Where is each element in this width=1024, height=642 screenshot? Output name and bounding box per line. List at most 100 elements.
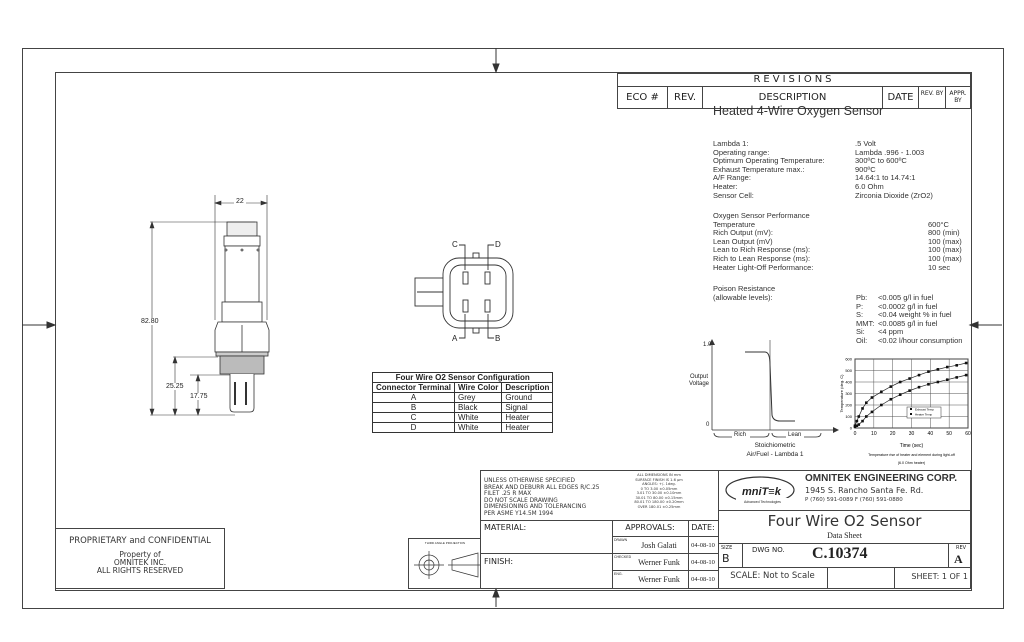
size-label: SIZE bbox=[721, 545, 733, 551]
poison-element: S: bbox=[856, 310, 864, 320]
poison-limit: <4 ppm bbox=[878, 327, 904, 337]
approval-date: 04-08-10 bbox=[691, 542, 715, 549]
data-point bbox=[955, 364, 958, 367]
poison-row: Pb:<0.005 g/l in fuel bbox=[856, 293, 976, 303]
proprietary-line3: OMNITEK INC. bbox=[113, 558, 167, 567]
poison-element: Si: bbox=[856, 327, 865, 337]
data-point bbox=[964, 361, 968, 365]
sheet: SHEET: 1 OF 1 bbox=[911, 572, 968, 581]
y-tick-label: 200 bbox=[845, 403, 852, 408]
proprietary-line1: PROPRIETARY and CONFIDENTIAL bbox=[69, 536, 211, 546]
description-cell: Signal bbox=[501, 402, 554, 413]
spec-label: Optimum Operating Temperature: bbox=[713, 156, 825, 166]
spec-row: A/F Range:14.64:1 to 14.74:1 bbox=[713, 174, 973, 183]
performance-value: 100 (max) bbox=[928, 236, 962, 246]
spec-label: Sensor Cell: bbox=[713, 190, 754, 200]
voltage-y-bottom: 0 bbox=[706, 422, 710, 428]
y-tick-label: 100 bbox=[845, 414, 852, 419]
title-block bbox=[480, 470, 971, 589]
legend-marker bbox=[910, 408, 912, 410]
spec-value: 6.0 Ohm bbox=[855, 181, 884, 191]
connector-face-view bbox=[414, 244, 514, 339]
performance-value: 100 (max) bbox=[928, 253, 962, 263]
scale: SCALE: Not to Scale bbox=[730, 571, 815, 581]
proprietary-line4: ALL RIGHTS RESERVED bbox=[96, 566, 184, 575]
data-point bbox=[917, 373, 921, 377]
data-point bbox=[898, 380, 902, 384]
approvals-label: APPROVALS: bbox=[625, 523, 675, 532]
wire-color-cell: White bbox=[453, 422, 503, 433]
revisions-title: REVISIONS bbox=[753, 74, 835, 85]
drawing-title: Four Wire O2 Sensor bbox=[767, 512, 922, 530]
poison-subheading: (allowable levels): bbox=[713, 292, 773, 302]
voltage-curve bbox=[745, 351, 795, 422]
approval-name: Werner Funk bbox=[638, 575, 680, 584]
data-point bbox=[880, 390, 883, 394]
approval-date: 04-08-10 bbox=[691, 576, 715, 583]
data-point bbox=[861, 407, 864, 410]
connector-label-d: D bbox=[495, 240, 501, 249]
spec-value: 900ºC bbox=[855, 164, 876, 174]
rich-label: Rich bbox=[734, 432, 747, 438]
chart-caption-sub: (6.0 Ohm heater) bbox=[898, 461, 925, 465]
spec-row: Exhaust Temperature max.: 900ºC bbox=[713, 164, 973, 175]
approval-name: Werner Funk bbox=[638, 558, 680, 567]
data-point bbox=[855, 424, 859, 427]
performance-row: Heater Light-Off Performance:10 sec bbox=[713, 263, 969, 273]
spec-label: A/F Range: bbox=[713, 173, 751, 183]
data-point bbox=[955, 376, 958, 379]
data-point bbox=[857, 415, 861, 418]
tolerance-note: 0 TO 3.00 ±0.05mm bbox=[640, 486, 678, 491]
tolerance-note: 30.01 TO 80.00 ±0.15mm bbox=[635, 495, 683, 500]
wire-config-table: Four Wire O2 Sensor Configuration Connec… bbox=[371, 372, 554, 433]
performance-label: Rich Output (mV): bbox=[713, 228, 774, 238]
poison-limit: <0.0085 g/l in fuel bbox=[878, 318, 938, 328]
general-note: BREAK AND DEBURR ALL EDGES R/C.25 bbox=[484, 484, 600, 491]
data-point bbox=[889, 385, 893, 388]
legend-marker bbox=[910, 413, 912, 415]
poison-element: Oil: bbox=[856, 335, 868, 345]
rev-col-eco: ECO # bbox=[617, 86, 668, 109]
x-tick-label: 60 bbox=[965, 431, 971, 437]
legend-label: Heater Temp bbox=[915, 413, 932, 417]
data-point bbox=[855, 419, 859, 423]
chart-caption: Temperature rise of heater and element d… bbox=[868, 453, 955, 457]
rev-col-rev-by: REV. BY bbox=[918, 86, 946, 109]
x-tick-label: 30 bbox=[909, 431, 915, 437]
rev-col-appr-by: APPR. BY bbox=[945, 86, 971, 109]
data-point bbox=[889, 397, 893, 401]
spec-value: Lambda .996 - 1.003 bbox=[855, 147, 925, 157]
y-tick-label: 300 bbox=[845, 391, 852, 396]
approval-date: 04-08-10 bbox=[691, 559, 715, 566]
tolerance-note: ALL DIMENSIONS IN mm bbox=[637, 473, 681, 477]
x-tick-label: 40 bbox=[928, 431, 934, 437]
data-point bbox=[908, 377, 911, 380]
poison-row: S:<0.04 weight % in fuel bbox=[856, 311, 976, 320]
product-title: Heated 4-Wire Oxygen Sensor bbox=[713, 104, 884, 118]
performance-row: Rich to Lean Response (ms):100 (max) bbox=[713, 253, 969, 264]
rev-col-date: DATE bbox=[882, 86, 919, 109]
lean-label: Lean bbox=[788, 432, 802, 438]
performance-label: Temperature bbox=[713, 219, 756, 229]
performance-value: 100 (max) bbox=[928, 245, 962, 255]
poison-row: Si: <4 ppm bbox=[856, 328, 976, 337]
col-wire-color: Wire Color bbox=[453, 382, 503, 393]
projection-label: THIRD ANGLE PROJECTION bbox=[424, 541, 466, 545]
data-point bbox=[964, 373, 968, 377]
spec-label: Exhaust Temperature max.: bbox=[713, 164, 805, 174]
spec-label: Lambda 1: bbox=[713, 139, 749, 148]
proprietary-box: PROPRIETARY and CONFIDENTIAL Property of… bbox=[55, 528, 225, 589]
size-value: B bbox=[722, 552, 730, 565]
general-note: DO NOT SCALE DRAWING bbox=[484, 497, 558, 504]
company-phone: P (760) 591-0089 F (760) 591-0880 bbox=[805, 497, 903, 503]
terminal-cell: B bbox=[372, 402, 455, 413]
poison-element: MMT: bbox=[856, 318, 875, 328]
terminal-cell: D bbox=[372, 422, 455, 433]
